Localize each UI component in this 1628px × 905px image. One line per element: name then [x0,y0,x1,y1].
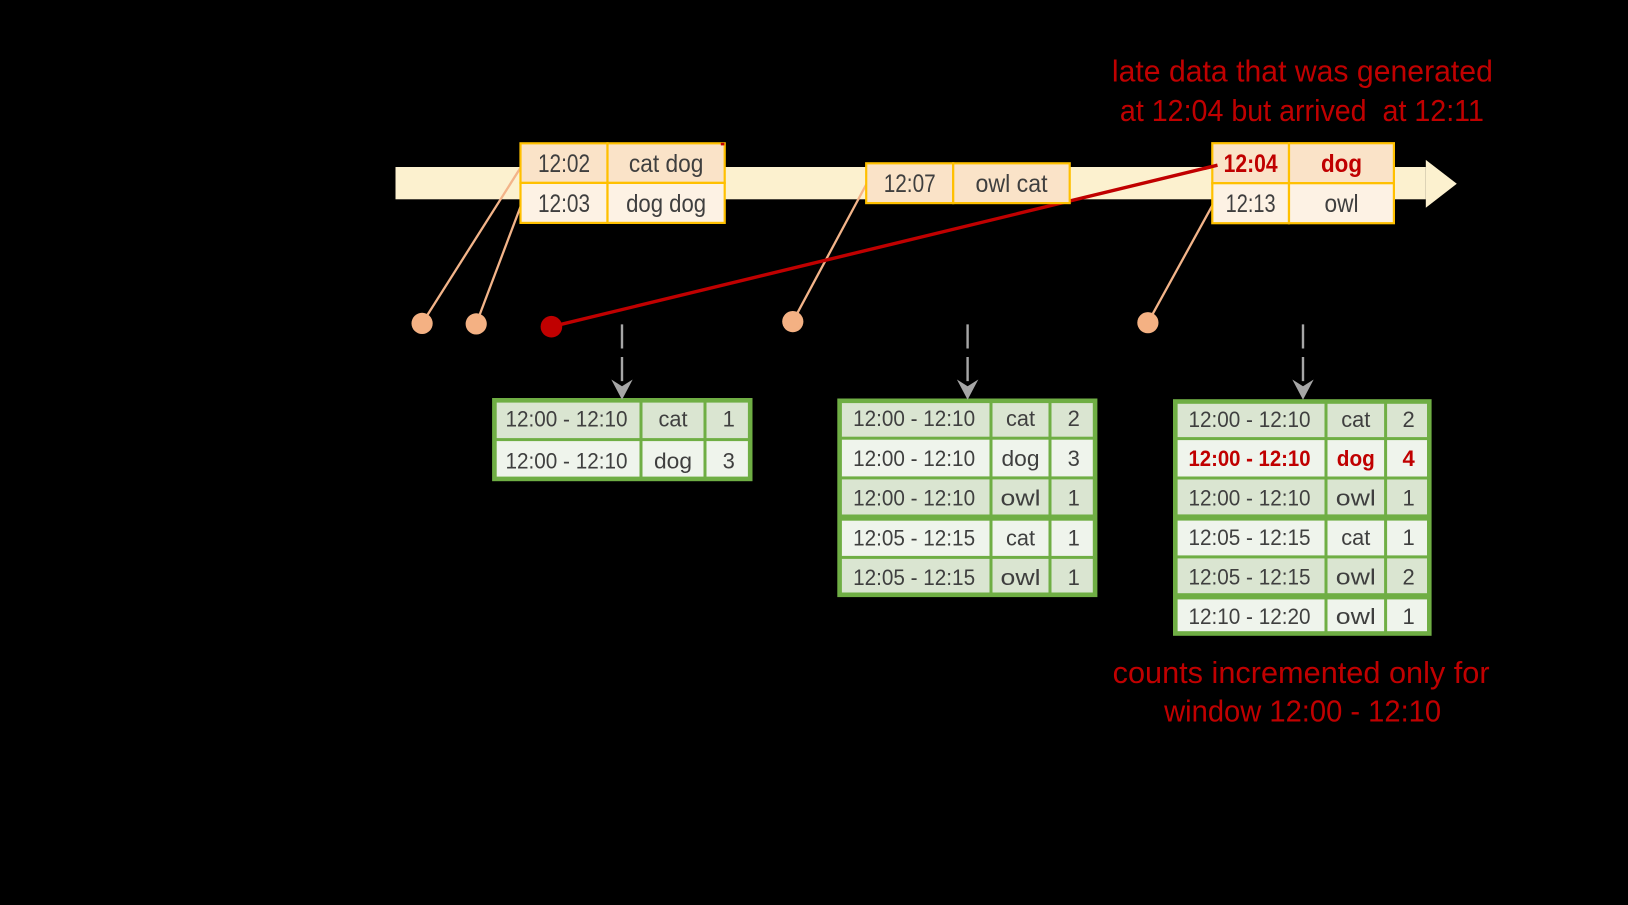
svg-text:12:10 - 12:20: 12:10 - 12:20 [1189,604,1311,629]
svg-text:12:05 - 12:15: 12:05 - 12:15 [853,525,975,550]
svg-text:2: 2 [1402,565,1414,590]
svg-text:3: 3 [723,448,735,473]
svg-text:3: 3 [1068,446,1080,471]
svg-text:2: 2 [1402,407,1414,432]
svg-text:owl: owl [1001,565,1041,590]
svg-text:1: 1 [1068,565,1080,590]
svg-text:1: 1 [1402,486,1414,511]
svg-text:12:13: 12:13 [1226,191,1276,218]
svg-text:late data that was generated: late data that was generated [1112,53,1493,88]
svg-text:dog: dog [1321,151,1362,178]
svg-text:12:04: 12:04 [1224,151,1278,178]
svg-text:1: 1 [1068,486,1080,511]
svg-text:cat: cat [659,407,688,432]
svg-text:cat: cat [1341,407,1370,432]
svg-text:cat dog: cat dog [629,151,704,178]
svg-text:12:00 - 12:10: 12:00 - 12:10 [1189,446,1311,471]
svg-text:dog: dog [1337,446,1375,471]
svg-text:12:05 - 12:15: 12:05 - 12:15 [1189,525,1311,550]
svg-text:owl: owl [1336,486,1376,511]
svg-text:cat: cat [1006,525,1035,550]
svg-text:12:07: 12:07 [884,171,936,198]
svg-text:cat: cat [1006,406,1035,431]
svg-text:12:00 - 12:10: 12:00 - 12:10 [853,406,975,431]
svg-text:owl: owl [1336,565,1376,590]
svg-text:1: 1 [723,407,735,432]
svg-text:12:00 - 12:10: 12:00 - 12:10 [1189,407,1311,432]
svg-text:12:00 - 12:10: 12:00 - 12:10 [853,486,975,511]
svg-text:12:00 - 12:10: 12:00 - 12:10 [853,446,975,471]
svg-text:1: 1 [1068,525,1080,550]
svg-text:12:05 - 12:15: 12:05 - 12:15 [853,565,975,590]
svg-text:owl cat: owl cat [976,171,1048,198]
svg-text:12:00 - 12:10: 12:00 - 12:10 [506,407,628,432]
svg-text:counts incremented only for: counts incremented only for [1113,655,1490,690]
svg-text:cat: cat [1341,525,1370,550]
svg-text:owl: owl [1336,604,1376,629]
svg-text:owl: owl [1325,191,1359,218]
svg-text:dog dog: dog dog [626,191,706,218]
svg-text:12:00 - 12:10: 12:00 - 12:10 [506,448,628,473]
svg-text:1: 1 [1402,604,1414,629]
svg-text:dog: dog [1002,446,1040,471]
svg-text:2: 2 [1068,406,1080,431]
svg-text:1: 1 [1402,525,1414,550]
svg-text:window 12:00 - 12:10: window 12:00 - 12:10 [1163,694,1441,729]
svg-text:dog: dog [654,448,692,473]
svg-text:4: 4 [1402,446,1415,471]
svg-text:12:02: 12:02 [538,151,590,178]
svg-text:12:00 - 12:10: 12:00 - 12:10 [1189,486,1311,511]
svg-text:owl: owl [1001,486,1041,511]
svg-text:at 12:04 but arrived at 12:11: at 12:04 but arrived at 12:11 [1120,93,1484,128]
svg-text:12:05 - 12:15: 12:05 - 12:15 [1189,565,1311,590]
svg-text:12:03: 12:03 [538,191,590,218]
